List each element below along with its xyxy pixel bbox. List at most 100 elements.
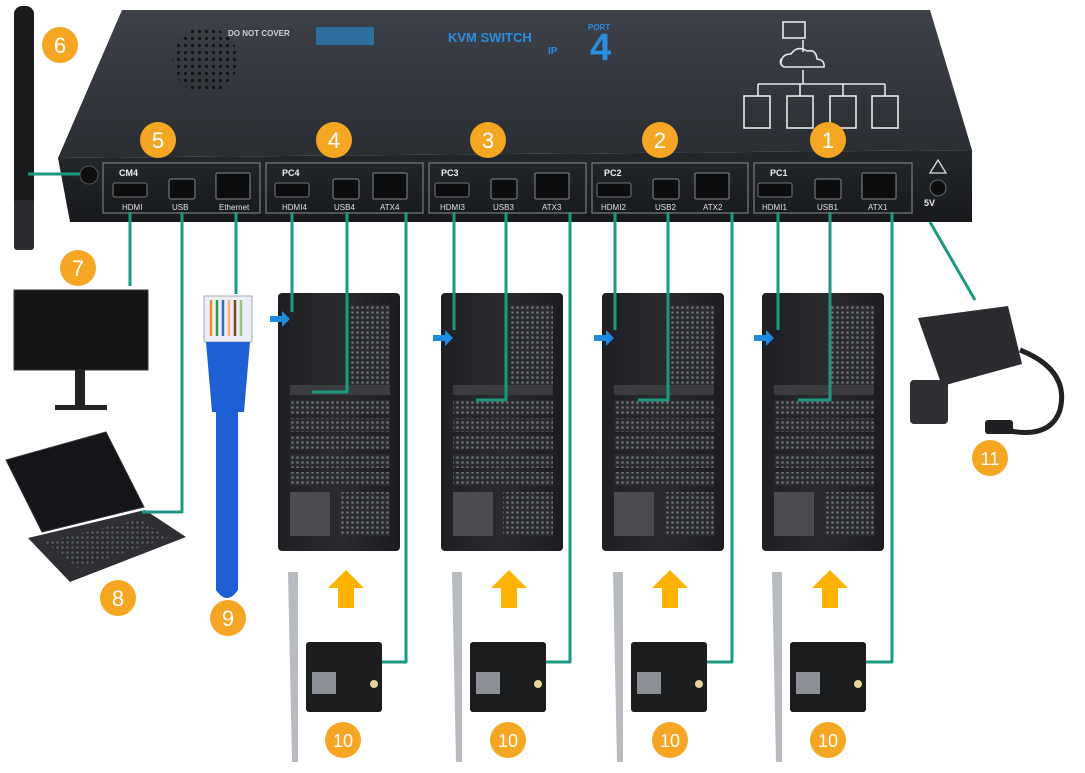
usb-port xyxy=(490,178,518,200)
group-title: PC2 xyxy=(604,168,622,178)
port-label: USB1 xyxy=(817,203,838,212)
group-outline xyxy=(428,162,587,214)
arrow-up-icon xyxy=(652,570,688,608)
badge-11: 11 xyxy=(972,440,1008,476)
card-led xyxy=(370,680,378,688)
badge-number: 5 xyxy=(152,128,164,153)
port-label: USB3 xyxy=(493,203,514,212)
card-bracket xyxy=(288,572,298,762)
pc-psu xyxy=(290,492,330,536)
pc-slot xyxy=(453,418,553,432)
port-label: ATX4 xyxy=(380,203,400,212)
card-rj45 xyxy=(637,672,661,694)
group-title: PC4 xyxy=(282,168,300,178)
wire-usb4 xyxy=(312,212,349,394)
arrow-up-icon xyxy=(491,570,527,608)
badge-number: 4 xyxy=(328,128,340,153)
hdmi-port xyxy=(757,182,793,198)
monitor-stand xyxy=(75,370,85,408)
antenna-base xyxy=(14,200,34,250)
wire-atx3 xyxy=(546,212,572,664)
pc-slot xyxy=(614,436,714,450)
pc-slot xyxy=(290,454,390,468)
power-adapter xyxy=(910,306,1065,435)
pc-io-panel xyxy=(290,385,390,395)
pc-slot xyxy=(774,418,874,432)
hdmi-port xyxy=(434,182,470,198)
badge-2: 2 xyxy=(642,122,678,158)
port-label: USB4 xyxy=(334,203,355,212)
card-pcb xyxy=(470,642,546,712)
pc-slot xyxy=(290,436,390,450)
usb-port xyxy=(332,178,360,200)
port-group-pc3: PC3 HDMI3 USB3 ATX3 xyxy=(428,162,587,214)
port-label: HDMI3 xyxy=(440,203,465,212)
ethernet-port xyxy=(215,172,251,200)
power-port xyxy=(929,179,947,197)
arrow-right-icon xyxy=(270,311,290,327)
insert-arrows xyxy=(328,570,848,608)
badge-number: 10 xyxy=(333,731,353,751)
group-title: PC3 xyxy=(441,168,459,178)
ethernet-cable xyxy=(203,295,253,598)
pc-slot xyxy=(290,400,390,414)
pc-slot xyxy=(614,418,714,432)
cable-body xyxy=(216,410,238,590)
wire-usb-laptop xyxy=(142,212,184,514)
pc-slot xyxy=(453,454,553,468)
adapter-cord xyxy=(1004,347,1065,435)
group-outline xyxy=(753,162,913,214)
port-label: ATX2 xyxy=(703,203,723,212)
port-label: ATX1 xyxy=(868,203,888,212)
warning-icon xyxy=(928,158,948,174)
usb-port xyxy=(814,178,842,200)
card-led xyxy=(534,680,542,688)
group-title: CM4 xyxy=(119,168,138,178)
pc-psu-vent xyxy=(340,492,390,536)
card-pcb xyxy=(631,642,707,712)
laptop-screen xyxy=(5,431,145,533)
usb-port xyxy=(168,178,196,200)
pc-slot xyxy=(774,472,874,486)
atx-port xyxy=(372,172,408,200)
wire-usb3 xyxy=(476,212,508,402)
atx-card-3 xyxy=(452,572,546,762)
badge-number: 2 xyxy=(654,128,666,153)
pc-io-panel xyxy=(614,385,714,395)
arrow-right-icon xyxy=(594,330,614,346)
hdmi-port xyxy=(596,182,632,198)
card-bracket xyxy=(452,572,462,762)
card-pcb xyxy=(306,642,382,712)
pc-psu-vent xyxy=(664,492,714,536)
badge-number: 9 xyxy=(222,606,234,631)
pc-slot xyxy=(453,472,553,486)
badge-number: 10 xyxy=(498,731,518,751)
pc-tower-3 xyxy=(433,293,563,551)
badge-number: 11 xyxy=(981,449,1000,469)
pc-vent xyxy=(509,305,553,385)
hdmi-port xyxy=(274,182,310,198)
badge-9: 9 xyxy=(210,600,246,636)
monitor-screen xyxy=(13,289,149,371)
device-brand: 4 PORT IP KVM SWITCH xyxy=(448,23,611,69)
card-rj45 xyxy=(312,672,336,694)
wire-atx4 xyxy=(382,212,408,664)
cable-boot xyxy=(206,342,250,412)
antenna-port xyxy=(79,165,99,185)
badge-7: 7 xyxy=(60,250,96,286)
pc-psu xyxy=(774,492,814,536)
arrow-up-icon xyxy=(328,570,364,608)
badge-5: 5 xyxy=(140,122,176,158)
laptop-keys xyxy=(45,519,168,568)
badge-1: 1 xyxy=(810,122,846,158)
atx-port xyxy=(534,172,570,200)
port-group-pc1: PC1 HDMI1 USB1 ATX1 xyxy=(753,162,913,214)
server-icon-c xyxy=(829,95,857,129)
badge-number: 3 xyxy=(482,128,494,153)
pc-slot xyxy=(453,400,553,414)
pc-slot xyxy=(774,436,874,450)
badge-10-pc2: 10 xyxy=(652,722,688,758)
pc-psu xyxy=(614,492,654,536)
card-led xyxy=(695,680,703,688)
pc-slot xyxy=(290,472,390,486)
